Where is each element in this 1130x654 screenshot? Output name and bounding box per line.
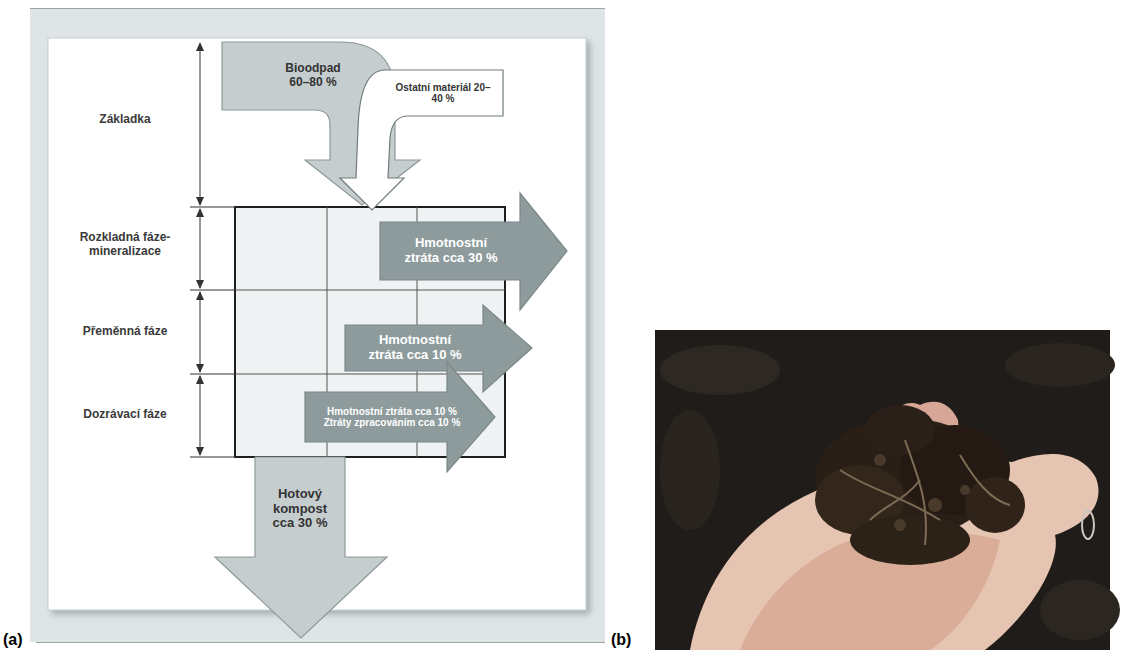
arrow-shape xyxy=(215,457,387,638)
compost-photo xyxy=(655,330,1120,650)
arrow-text: Ztráty zpracováním cca 10 % xyxy=(308,417,476,429)
white-card xyxy=(48,38,586,610)
arrow-text: Hmotnostní ztráta cca 30 % xyxy=(399,236,503,266)
loss-arrow: Hmotnostní ztráta cca 10 %Ztráty zpracov… xyxy=(305,362,495,472)
arrow-text: Ostatní materiál 20–40 % xyxy=(394,82,492,105)
panel-letter: (a) xyxy=(3,630,43,649)
phase-label: Základka xyxy=(65,112,185,126)
panel-ground xyxy=(30,8,605,642)
panel-rule xyxy=(30,8,605,9)
arrow-text: Bioodpad 60–80 % xyxy=(278,62,348,90)
phase-label: Přeměnná fáze xyxy=(65,324,185,338)
text-box: Hmotnostní ztráta cca 10 % xyxy=(349,326,481,370)
panel-letter: (b) xyxy=(611,630,651,649)
arrow-shape xyxy=(340,70,503,210)
loss-arrow: Hmotnostní ztráta cca 30 % xyxy=(380,193,567,310)
phase-label: Rozkladná fáze- mineralizace xyxy=(65,230,185,259)
output-arrow: Hotový kompost cca 30 % xyxy=(215,457,387,638)
arrow-shape xyxy=(305,362,495,472)
arrow-shape xyxy=(380,193,567,310)
loss-arrow: Hmotnostní ztráta cca 10 % xyxy=(345,305,532,392)
arrow-text: Hmotnostní ztráta cca 10 % xyxy=(363,333,467,363)
text-box: Hmotnostní ztráta cca 10 %Ztráty zpracov… xyxy=(308,393,476,441)
input-arrow: Ostatní materiál 20–40 % xyxy=(330,68,505,212)
text-box: Hmotnostní ztráta cca 30 % xyxy=(384,224,518,278)
arrow-text: Hmotnostní ztráta cca 10 % xyxy=(308,406,476,418)
arrow-outline xyxy=(215,457,387,638)
text-box: Bioodpad 60–80 % xyxy=(278,46,348,106)
text-box: Hotový kompost cca 30 % xyxy=(258,465,342,553)
panel-rule xyxy=(36,642,605,643)
arrow-shape xyxy=(345,305,532,392)
arrow-text: Hotový kompost cca 30 % xyxy=(264,487,336,532)
text-box: Ostatní materiál 20–40 % xyxy=(394,73,492,113)
phase-label: Dozrávací fáze xyxy=(65,407,185,421)
